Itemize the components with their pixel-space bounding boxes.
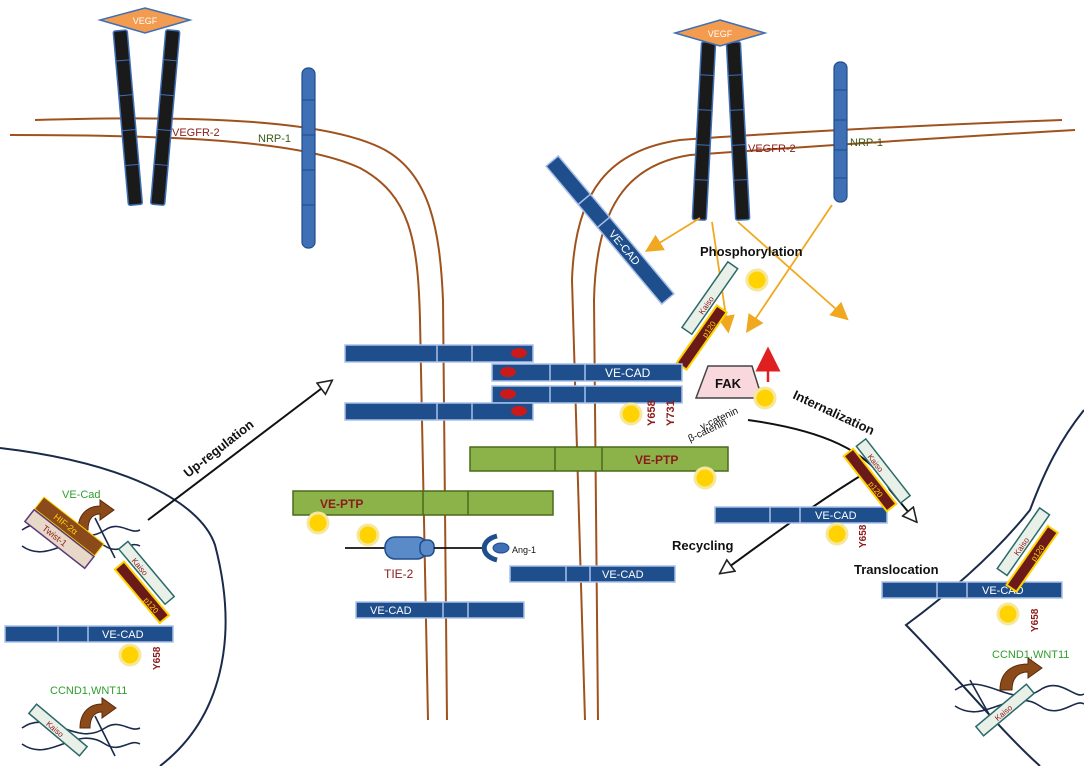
fak: FAK: [694, 365, 764, 399]
phosphorylation-arrows: [644, 204, 849, 334]
transcription-arrow-right: [999, 657, 1043, 691]
nrp1-right: [833, 61, 848, 203]
upregulation-label: Up-regulation: [181, 416, 257, 480]
vecad-left-cell-label: VE-CAD: [102, 629, 144, 641]
veptp-left-label: VE-PTP: [320, 497, 363, 511]
phospho-dot-2: [619, 402, 643, 426]
y658-translocated-label: Y658: [1030, 608, 1041, 632]
phospho-dot-3: [753, 386, 777, 410]
vegfr2-right-label: VEGFR-2: [748, 143, 796, 155]
upregulation-arrow: [147, 382, 330, 521]
vecad-lower-left: VE-CAD: [355, 601, 525, 619]
kaiso-p120-left: p120 Kaiso: [113, 540, 176, 625]
vecad-diagonal: VE-CAD: [544, 154, 676, 306]
nrp1-left: [301, 67, 316, 249]
vegfr2-left: [112, 29, 181, 207]
dna-right: [954, 679, 1084, 717]
ang1-label: Ang-1: [512, 545, 536, 555]
phospho-dot-7: [825, 522, 849, 546]
kaiso-left-nucleus: Kaiso: [27, 703, 89, 757]
transcription-arrow-left-lower: [79, 697, 117, 729]
hif2a-twist1: HIF-2α Twist-1: [23, 496, 105, 570]
transcription-arrow-left: [77, 499, 115, 531]
tie2: [345, 533, 510, 563]
vecad-mid-right: VE-CAD: [491, 363, 683, 382]
kaiso-p120-translocated: p120 Kaiso: [996, 506, 1060, 594]
y658-label: Y658: [646, 400, 658, 426]
ccnd1-left-label: CCND1,WNT11: [50, 685, 127, 697]
vegf-right-label: VEGF: [708, 29, 733, 39]
vegf-left: VEGF: [97, 7, 193, 34]
vegfr2-right: [691, 41, 751, 221]
kaiso-p120-upper: p120 Kaiso: [675, 260, 739, 372]
phospho-dot-8: [996, 602, 1020, 626]
phospho-dot-1: [745, 268, 769, 292]
vecad-mid-label: VE-CAD: [605, 366, 651, 380]
vecad-left-cell: VE-CAD: [4, 625, 174, 643]
vecad-mid-right-2: [491, 385, 683, 404]
y658-left-cell-label: Y658: [152, 646, 163, 670]
vecad-bottom-left: [344, 402, 534, 421]
kaiso-p120-internalized: p120 Kaiso: [842, 437, 912, 513]
vegf-right: VEGF: [672, 19, 768, 47]
y731-label: Y731: [665, 400, 677, 426]
tie2-label: TIE-2: [384, 567, 414, 581]
ccnd1-right-label: CCND1,WNT11: [992, 649, 1069, 661]
vecad-lower-mid-label: VE-CAD: [602, 569, 644, 581]
veptp-left: VE-PTP: [292, 490, 554, 516]
nrp1-right-label: NRP-1: [850, 137, 883, 149]
vegfr2-left-label: VEGFR-2: [172, 127, 220, 139]
vecad-lower-mid: VE-CAD: [509, 565, 676, 583]
y658-internalized-label: Y658: [858, 524, 869, 548]
phospho-dot-6: [356, 523, 380, 547]
vecad-internalized: VE-CAD: [714, 506, 888, 524]
phospho-dot-5: [306, 511, 330, 535]
veptp-right-label: VE-PTP: [635, 453, 678, 467]
vecad-internalized-label: VE-CAD: [815, 510, 857, 522]
fak-label: FAK: [715, 376, 742, 391]
recycling-label: Recycling: [672, 538, 733, 553]
cell-left: [0, 447, 227, 766]
veptp-right: VE-PTP: [469, 446, 729, 472]
phospho-dot-4: [693, 466, 717, 490]
vecad-translocated: VE-CAD: [881, 581, 1063, 599]
vecad-gene-label: VE-Cad: [62, 489, 101, 501]
vecad-lower-left-label: VE-CAD: [370, 605, 412, 617]
vegf-left-label: VEGF: [133, 16, 158, 26]
phosphorylation-label: Phosphorylation: [700, 244, 803, 259]
nrp1-left-label: NRP-1: [258, 133, 291, 145]
phospho-dot-9: [118, 643, 142, 667]
translocation-label: Translocation: [854, 562, 939, 577]
vecad-top-left: [344, 344, 534, 363]
